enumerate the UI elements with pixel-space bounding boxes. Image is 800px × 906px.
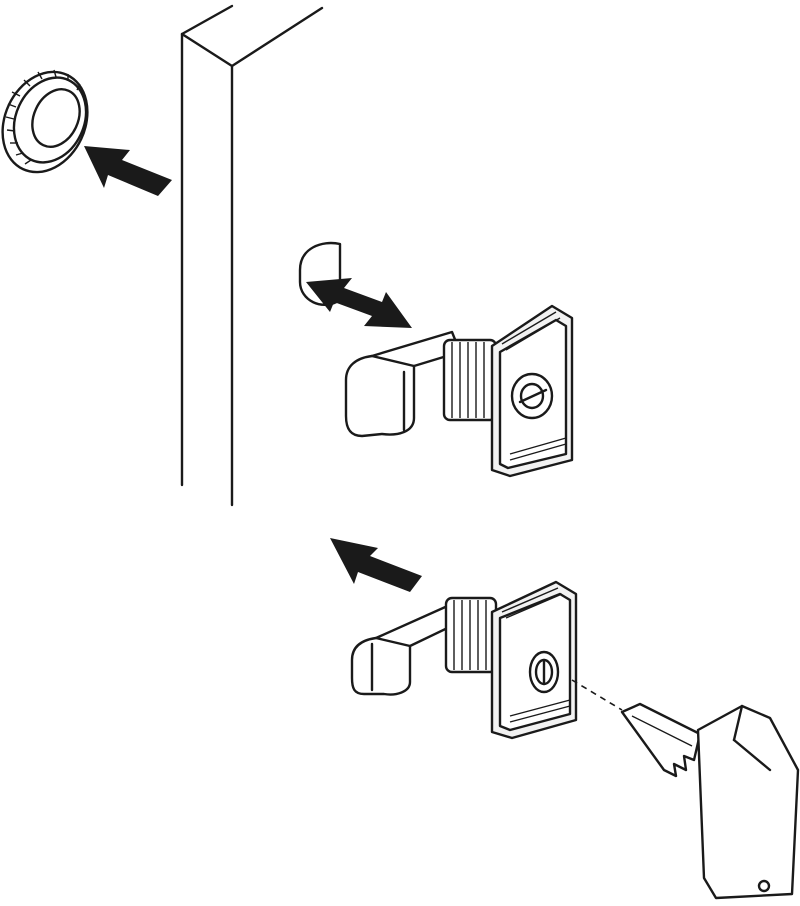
arrow-insert [330, 538, 422, 592]
cam-lock-middle [344, 304, 574, 478]
nut-knurl-lines [5, 69, 81, 165]
key-alignment-line [571, 679, 623, 711]
thread-lines-middle [451, 342, 485, 418]
arrow-nut [84, 146, 172, 196]
arrow-cutout [306, 278, 412, 328]
key [620, 702, 800, 900]
cabinet-panel [180, 4, 324, 507]
thread-lines-bottom [453, 600, 487, 670]
retaining-nut [1, 69, 89, 174]
face-ridges-middle [501, 311, 567, 461]
face-ridges-bottom [501, 587, 571, 723]
cam-lock-bottom [350, 580, 578, 740]
